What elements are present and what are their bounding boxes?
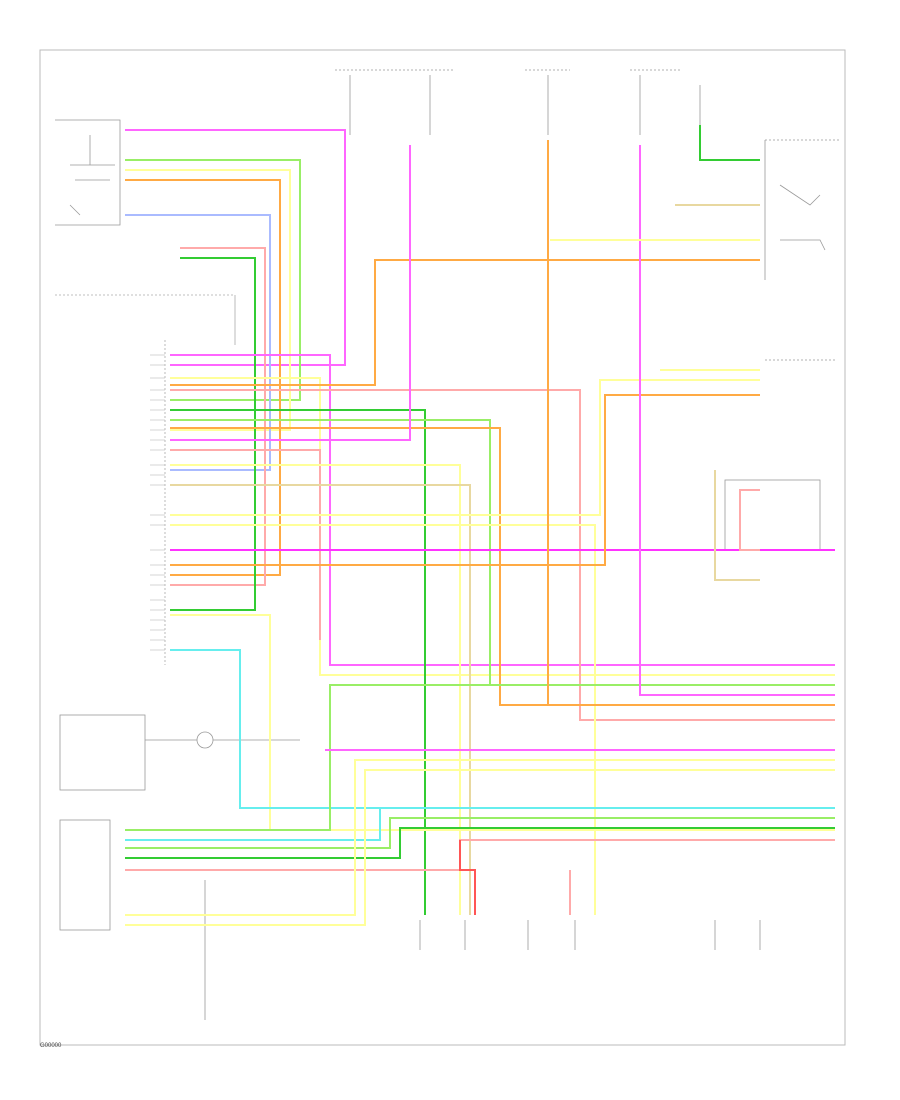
- wire-orange-21: [170, 394, 760, 566]
- wire-pink-37: [639, 145, 835, 696]
- wire-light_yellow-22: [170, 614, 835, 831]
- blower-relay-right: [724, 139, 840, 551]
- wire-light_yellow-30: [125, 769, 835, 926]
- label-group: [150, 354, 165, 651]
- wire-cyan-25: [125, 807, 835, 841]
- wire-orange-9: [170, 259, 760, 386]
- wire-light_yellow-2: [125, 169, 291, 431]
- bottom-connectors: [419, 920, 761, 950]
- wire-group: [125, 125, 835, 926]
- climate-control-module-box: [55, 294, 236, 665]
- wire-pink-0: [125, 129, 346, 366]
- wire-pink-14: [170, 145, 411, 441]
- wire-pink-7: [170, 354, 835, 666]
- wire-tan-35: [714, 470, 760, 581]
- wire-light_green-1: [125, 159, 301, 401]
- wire-light_yellow-19: [170, 524, 596, 915]
- diagram-frame: [39, 49, 846, 1046]
- wire-salmon-5: [170, 247, 266, 586]
- relay-module-box: [59, 819, 206, 1020]
- diagram-footer-code: G00000: [40, 1043, 62, 1049]
- wire-green-6: [170, 257, 256, 611]
- wire-light_yellow-18: [170, 379, 760, 516]
- wire-light_green-24: [125, 684, 835, 831]
- fuse-block-hot-at-all-times: [335, 69, 701, 135]
- blower-resistor-box: [59, 714, 300, 791]
- wire-salmon-10: [170, 389, 835, 721]
- wire-light_yellow-16: [170, 464, 461, 915]
- wire-green-27: [125, 827, 835, 859]
- wire-light_blue-4: [125, 214, 271, 471]
- wire-salmon-15: [170, 449, 321, 640]
- wire-light_green-26: [125, 817, 835, 849]
- blower-switch-box: [55, 119, 121, 226]
- wire-salmon-36: [739, 489, 760, 551]
- wire-green-11: [170, 409, 426, 915]
- wire-light_yellow-29: [125, 759, 835, 916]
- wire-orange-38: [547, 140, 835, 706]
- wire-green-32: [699, 125, 760, 161]
- wire-red-40: [459, 840, 476, 915]
- wire-tan-17: [170, 484, 471, 915]
- wire-salmon-28: [125, 839, 835, 871]
